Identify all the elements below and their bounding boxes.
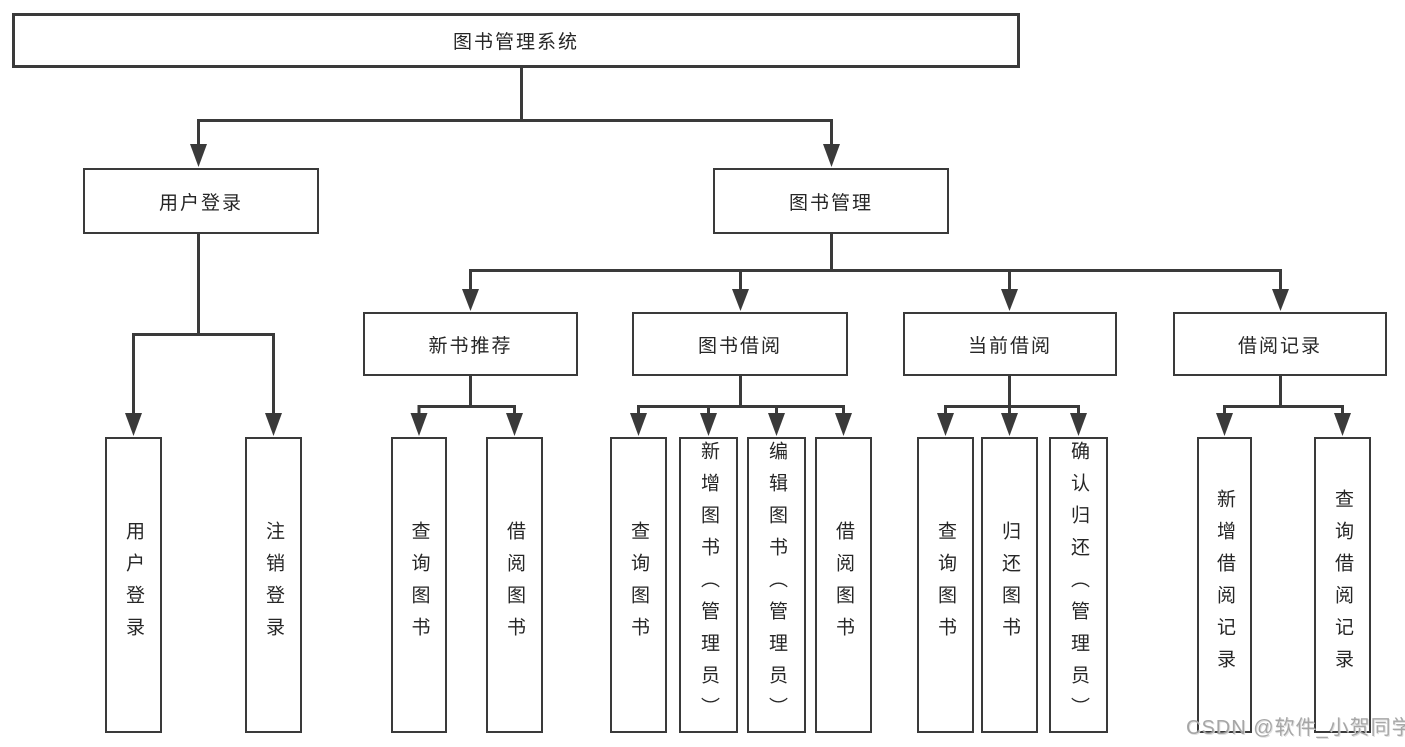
leaf-newbook-borrow-books: 借阅图书 (486, 437, 543, 733)
leaf-borrow-query-books: 查询图书 (610, 437, 667, 733)
leaf-current-confirm-return-admin-label: 确认归还（管理员） (1068, 441, 1089, 729)
leaf-current-return-books: 归还图书 (981, 437, 1038, 733)
leaf-logout-label: 注销登录 (263, 521, 284, 649)
leaf-record-query-borrow-record-label: 查询借阅记录 (1332, 489, 1353, 681)
leaf-newbook-borrow-books-label: 借阅图书 (504, 521, 525, 649)
node-borrow-record: 借阅记录 (1173, 312, 1387, 376)
csdn-watermark: CSDN @软件_小贺同学 (1186, 717, 1405, 739)
leaf-borrow-query-books-label: 查询图书 (628, 521, 649, 649)
node-borrow-record-label: 借阅记录 (1237, 335, 1322, 357)
node-book-management-label: 图书管理 (788, 192, 873, 214)
node-root-label: 图书管理系统 (452, 32, 579, 53)
leaf-borrow-add-books-admin-label: 新增图书（管理员） (698, 441, 719, 729)
node-root: 图书管理系统 (12, 13, 1020, 68)
leaf-current-query-books: 查询图书 (917, 437, 974, 733)
node-user-login: 用户登录 (83, 168, 319, 234)
leaf-newbook-query-books-label: 查询图书 (408, 521, 430, 649)
node-user-login-label: 用户登录 (158, 192, 243, 214)
leaf-user-login: 用户登录 (105, 437, 162, 733)
leaf-borrow-borrow-books-label: 借阅图书 (833, 521, 854, 649)
leaf-borrow-add-books-admin: 新增图书（管理员） (679, 437, 738, 733)
node-current-borrow: 当前借阅 (903, 312, 1117, 376)
node-current-borrow-label: 当前借阅 (967, 335, 1052, 357)
leaf-user-login-label: 用户登录 (123, 521, 144, 649)
leaf-record-add-borrow-record: 新增借阅记录 (1197, 437, 1252, 733)
leaf-borrow-edit-books-admin-label: 编辑图书（管理员） (766, 441, 787, 729)
node-book-borrow-label: 图书借阅 (697, 335, 782, 357)
node-book-management: 图书管理 (713, 168, 949, 234)
leaf-newbook-query-books: 查询图书 (391, 437, 447, 733)
leaf-record-query-borrow-record: 查询借阅记录 (1314, 437, 1371, 733)
leaf-current-query-books-label: 查询图书 (935, 521, 956, 649)
node-new-book-recommend-label: 新书推荐 (428, 335, 513, 357)
leaf-current-confirm-return-admin: 确认归还（管理员） (1049, 437, 1108, 733)
leaf-logout: 注销登录 (245, 437, 302, 733)
node-new-book-recommend: 新书推荐 (363, 312, 578, 376)
leaf-record-add-borrow-record-label: 新增借阅记录 (1214, 489, 1235, 681)
leaf-current-return-books-label: 归还图书 (999, 521, 1020, 649)
leaf-borrow-edit-books-admin: 编辑图书（管理员） (747, 437, 806, 733)
node-book-borrow: 图书借阅 (632, 312, 848, 376)
leaf-borrow-borrow-books: 借阅图书 (815, 437, 872, 733)
